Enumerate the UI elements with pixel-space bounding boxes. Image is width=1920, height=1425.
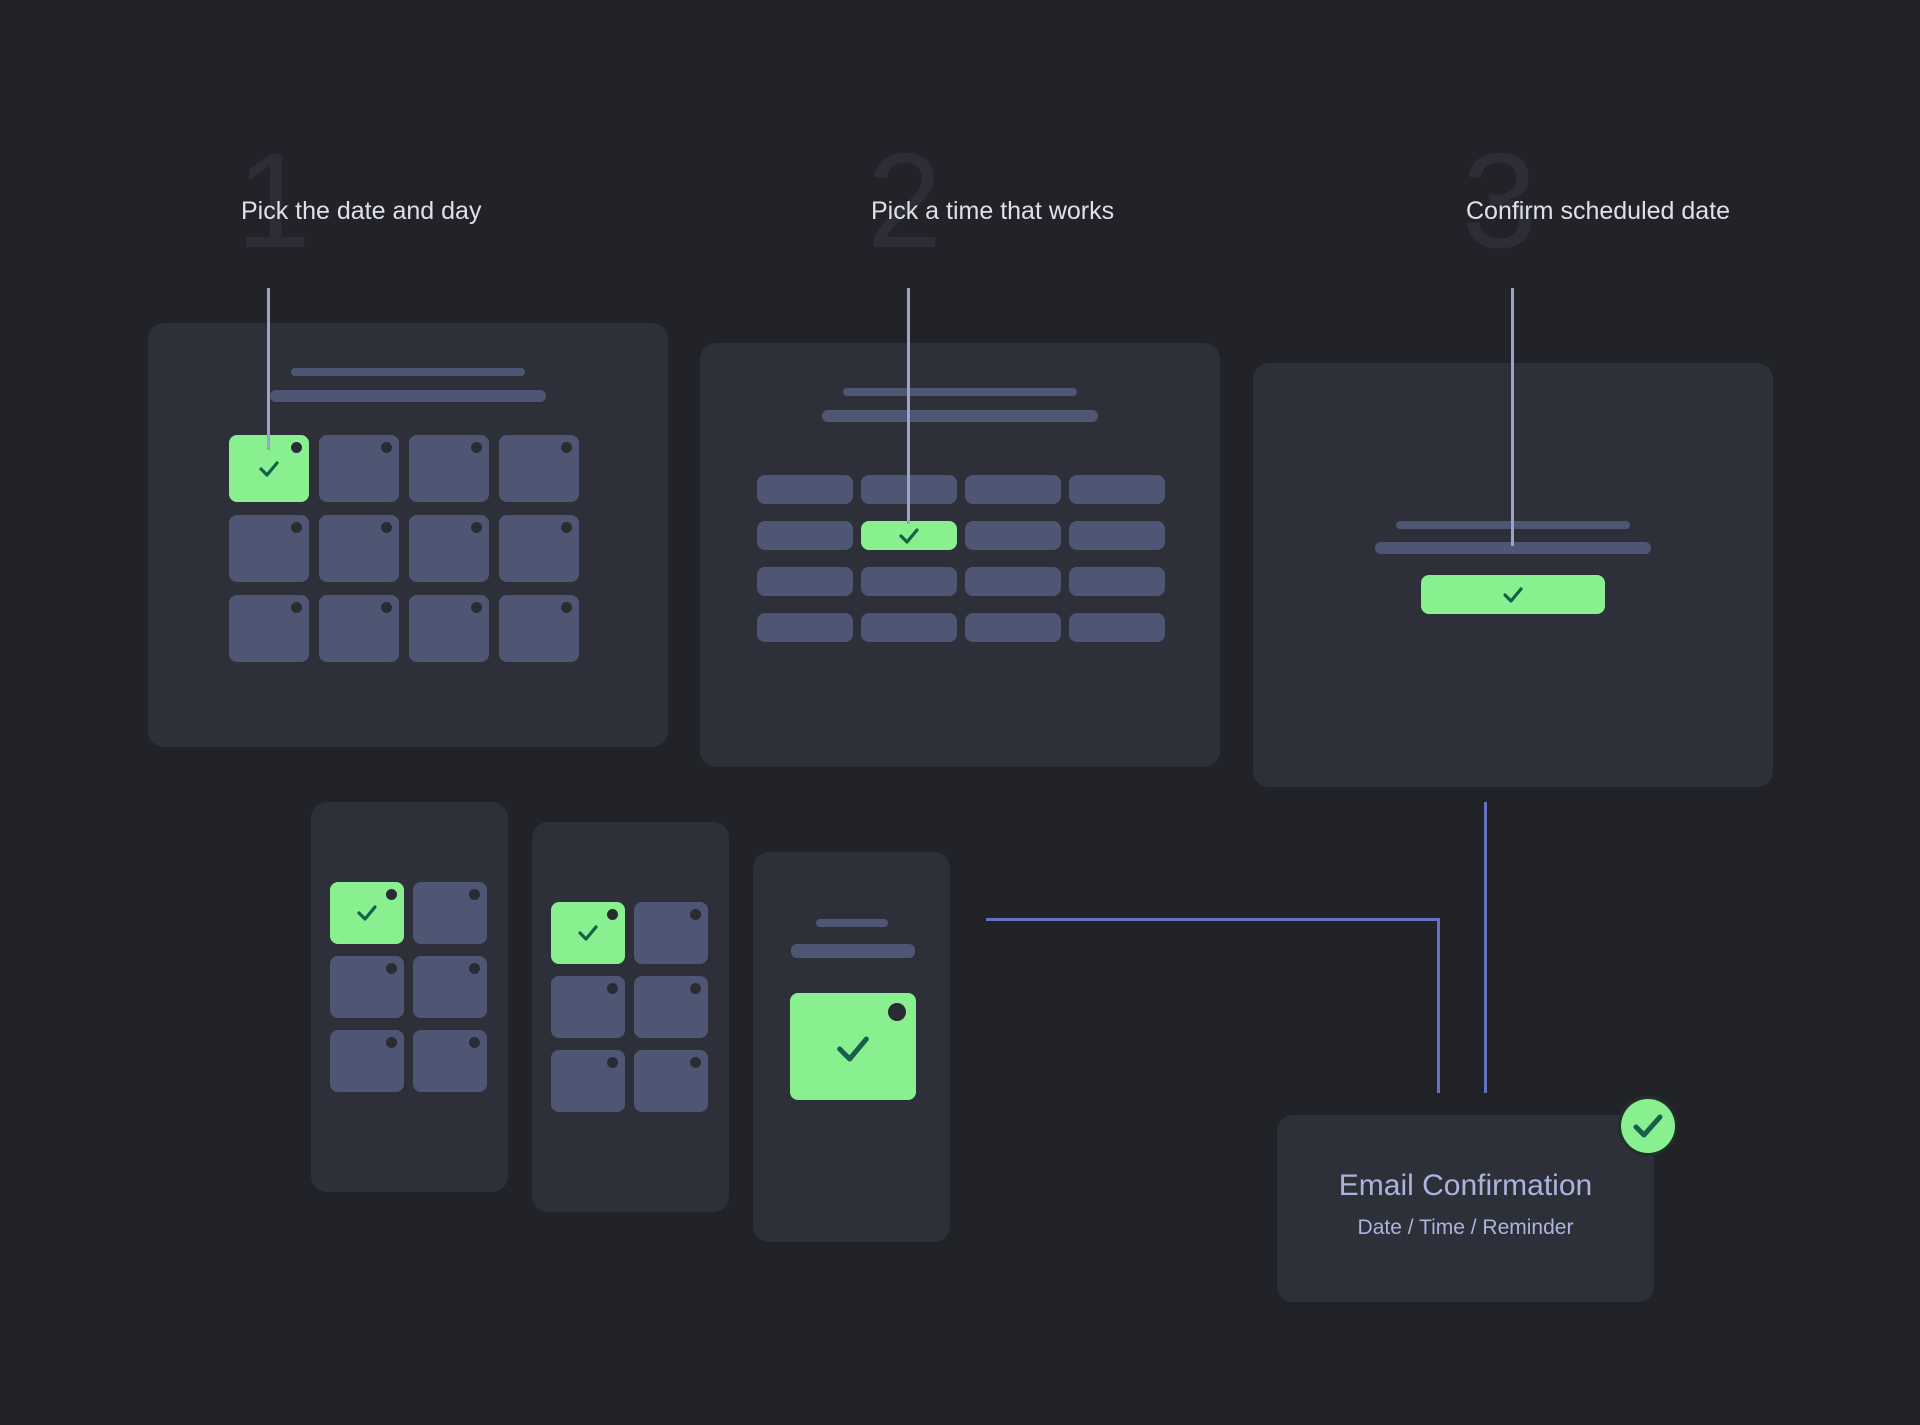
- status-dot: [291, 442, 302, 453]
- check-icon: [899, 527, 919, 544]
- subtitle-placeholder: [270, 390, 546, 402]
- title-placeholder: [843, 388, 1077, 396]
- time-slot[interactable]: [965, 567, 1061, 596]
- status-dot: [888, 1003, 906, 1021]
- step-2-label: Pick a time that works: [871, 197, 1115, 225]
- title-placeholder: [291, 368, 525, 376]
- date-cell[interactable]: [499, 515, 579, 582]
- subtitle-placeholder: [791, 944, 915, 958]
- status-dot: [607, 983, 618, 994]
- mobile-date-cell[interactable]: [634, 1050, 708, 1112]
- flow-line-horizontal: [986, 918, 1440, 921]
- status-dot: [291, 522, 302, 533]
- status-dot: [381, 442, 392, 453]
- time-slot[interactable]: [1069, 475, 1165, 504]
- step-2-connector: [907, 288, 910, 524]
- check-circle-icon: [1618, 1096, 1678, 1156]
- mobile-date-cell[interactable]: [413, 882, 487, 944]
- status-dot: [690, 909, 701, 920]
- check-icon: [578, 925, 598, 941]
- status-dot: [690, 983, 701, 994]
- mobile-date-cell-selected[interactable]: [551, 902, 625, 964]
- time-slot[interactable]: [1069, 567, 1165, 596]
- date-cell[interactable]: [409, 595, 489, 662]
- email-confirmation-card: Email Confirmation Date / Time / Reminde…: [1277, 1115, 1654, 1302]
- time-slot[interactable]: [965, 613, 1061, 642]
- step-1-label: Pick the date and day: [241, 197, 482, 225]
- flow-line-down-left: [1437, 918, 1440, 1093]
- date-cell[interactable]: [409, 435, 489, 502]
- subtitle-placeholder: [822, 410, 1098, 422]
- date-picker-panel: [148, 323, 668, 747]
- mobile-date-panel-a: [311, 802, 508, 1192]
- time-slot[interactable]: [965, 475, 1061, 504]
- step-3-number: 3: [1462, 125, 1538, 276]
- status-dot: [469, 889, 480, 900]
- confirm-button[interactable]: [1421, 575, 1605, 614]
- time-slot[interactable]: [1069, 521, 1165, 550]
- time-slot[interactable]: [757, 613, 853, 642]
- time-slot[interactable]: [757, 475, 853, 504]
- status-dot: [381, 602, 392, 613]
- mobile-confirm-panel: [753, 852, 950, 1242]
- time-slot[interactable]: [757, 567, 853, 596]
- mobile-date-cell[interactable]: [634, 902, 708, 964]
- step-2-number: 2: [867, 125, 943, 276]
- step-3-connector: [1511, 288, 1514, 546]
- date-cell[interactable]: [229, 515, 309, 582]
- selected-date-card[interactable]: [790, 993, 916, 1100]
- status-dot: [386, 1037, 397, 1048]
- mobile-date-cell[interactable]: [634, 976, 708, 1038]
- status-dot: [471, 522, 482, 533]
- mobile-date-cell-selected[interactable]: [330, 882, 404, 944]
- title-placeholder: [816, 919, 888, 927]
- status-dot: [607, 1057, 618, 1068]
- status-dot: [386, 963, 397, 974]
- flow-line-down-right: [1484, 802, 1487, 1093]
- date-cell[interactable]: [499, 595, 579, 662]
- date-cell[interactable]: [499, 435, 579, 502]
- time-slot[interactable]: [757, 521, 853, 550]
- time-slot[interactable]: [1069, 613, 1165, 642]
- time-slot-selected[interactable]: [861, 521, 957, 550]
- status-dot: [561, 442, 572, 453]
- time-picker-panel: [700, 343, 1220, 767]
- status-dot: [291, 602, 302, 613]
- status-dot: [561, 602, 572, 613]
- status-dot: [471, 602, 482, 613]
- subtitle-placeholder: [1375, 542, 1651, 554]
- date-cell[interactable]: [319, 435, 399, 502]
- date-cell[interactable]: [319, 515, 399, 582]
- mobile-date-cell[interactable]: [413, 1030, 487, 1092]
- mobile-date-cell[interactable]: [551, 1050, 625, 1112]
- date-cell[interactable]: [319, 595, 399, 662]
- check-icon: [1503, 587, 1523, 603]
- email-subtitle: Date / Time / Reminder: [1357, 1216, 1574, 1239]
- step-3-label: Confirm scheduled date: [1466, 197, 1731, 225]
- status-dot: [607, 909, 618, 920]
- status-dot: [561, 522, 572, 533]
- mobile-date-panel-b: [532, 822, 729, 1212]
- mobile-date-cell[interactable]: [413, 956, 487, 1018]
- time-slot[interactable]: [861, 567, 957, 596]
- status-dot: [469, 963, 480, 974]
- status-dot: [469, 1037, 480, 1048]
- mobile-date-cell[interactable]: [551, 976, 625, 1038]
- step-1-connector: [267, 288, 270, 450]
- time-slot[interactable]: [965, 521, 1061, 550]
- date-cell[interactable]: [409, 515, 489, 582]
- step-1-number: 1: [236, 125, 312, 276]
- status-dot: [471, 442, 482, 453]
- time-slot[interactable]: [861, 613, 957, 642]
- date-cell[interactable]: [229, 595, 309, 662]
- status-dot: [381, 522, 392, 533]
- mobile-date-cell[interactable]: [330, 1030, 404, 1092]
- email-title: Email Confirmation: [1338, 1169, 1593, 1202]
- status-dot: [386, 889, 397, 900]
- status-dot: [690, 1057, 701, 1068]
- check-icon: [357, 905, 377, 921]
- check-icon: [259, 460, 279, 477]
- check-icon: [837, 1036, 869, 1062]
- mobile-date-cell[interactable]: [330, 956, 404, 1018]
